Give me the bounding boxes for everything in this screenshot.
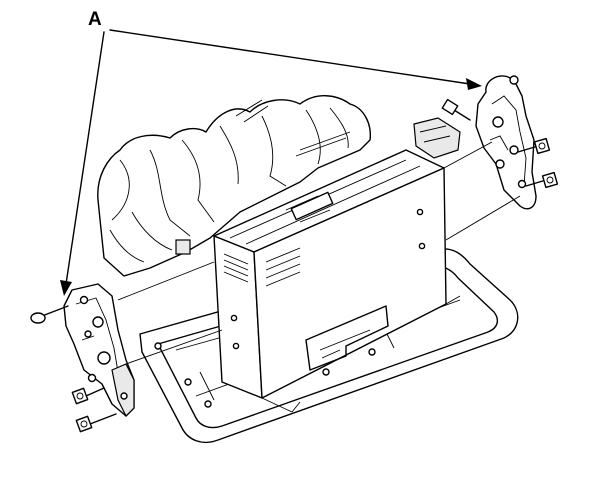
unit-mount-hole-1 [416,208,424,216]
right-bracket-hole-3 [509,145,519,155]
left-bracket-hole-5 [87,373,97,383]
left-bracket [63,261,223,418]
callout-leaders [60,29,482,296]
frame-hole-2 [204,400,212,408]
dashboard-lower-edge [109,211,173,263]
dashboard-crease-2 [149,149,191,237]
fasteners [30,98,559,433]
right-bracket-guide-line-1 [443,141,493,169]
right-bracket-hole-1 [509,75,519,85]
right-bracket-inner [489,95,527,187]
bolt-right-2 [525,171,559,189]
dashboard-crease-4 [219,125,239,185]
right-bracket-clip-detail [419,125,451,143]
left-bracket-guide-line [117,261,215,301]
dashboard-outline [97,95,371,277]
dashboard-crease-3 [181,139,215,223]
unit-bottom-tab [261,295,461,413]
unit-mount-hole-3 [230,314,238,322]
dashboard-crease-7 [329,107,349,149]
bolt-left-1 [71,387,105,405]
unit-front-vents [223,253,249,283]
unit-side-vents [265,247,301,287]
frame-hole-4 [368,348,376,356]
bolt-left-2 [75,413,117,433]
right-bracket-hole-5 [517,179,527,189]
bolt-right-1 [517,137,551,155]
unit-mount-hole-4 [232,342,240,350]
left-bracket-hole-3 [84,330,92,338]
left-bracket-hole-1 [79,295,89,305]
dashboard-rod [235,99,351,157]
left-bracket-inner [75,297,119,373]
right-bracket-hole-2 [492,116,504,128]
unit-top-connector [290,191,334,221]
leader-arrowhead-right [466,78,482,90]
leader-to-right-bracket [109,29,471,85]
left-bracket-hole-6 [120,392,128,400]
dashboard-crease-6 [305,109,321,165]
screw-left [30,305,69,324]
right-bracket-guide-line-2 [445,195,521,241]
left-bracket-hole-4 [97,351,111,365]
left-bracket-hole-2 [92,316,104,328]
frame-hole-5 [184,378,192,386]
leader-arrowhead-left [60,280,72,296]
dashboard-crease-1 [111,159,130,221]
right-bracket-hole-4 [495,159,505,169]
unit-mount-hole-2 [418,242,426,250]
frame-hole-3 [322,368,330,376]
screw-top-right [441,98,471,121]
left-bracket-guide-line-2 [125,329,223,365]
right-bracket-clip [413,117,461,159]
frame-hole-1 [154,342,162,350]
leader-to-left-bracket [65,31,105,285]
right-bracket-plate [475,75,537,210]
dashboard-structure [97,95,371,277]
unit-connector-detail [319,329,371,359]
callout-label-a: A [88,9,102,30]
dashboard-crease-5 [261,115,287,187]
dashboard-tab [175,239,191,255]
unit-side-connector [305,305,389,371]
right-bracket [413,75,537,241]
